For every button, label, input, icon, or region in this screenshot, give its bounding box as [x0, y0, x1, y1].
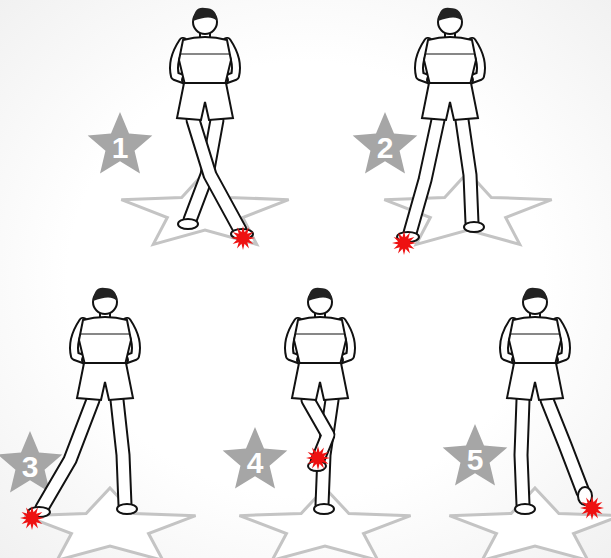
figure-3 — [28, 288, 137, 517]
figure-5 — [504, 288, 592, 514]
callout-number: 3 — [22, 452, 39, 482]
floor-stars — [24, 172, 611, 558]
figure-4 — [289, 288, 351, 514]
callout-number: 1 — [112, 133, 129, 163]
callout-number: 5 — [467, 445, 484, 475]
figure-2 — [397, 8, 484, 242]
contact-bursts — [20, 226, 604, 530]
figure-1 — [174, 8, 253, 239]
callout-number: 4 — [247, 448, 264, 478]
callout-number: 2 — [377, 133, 394, 163]
